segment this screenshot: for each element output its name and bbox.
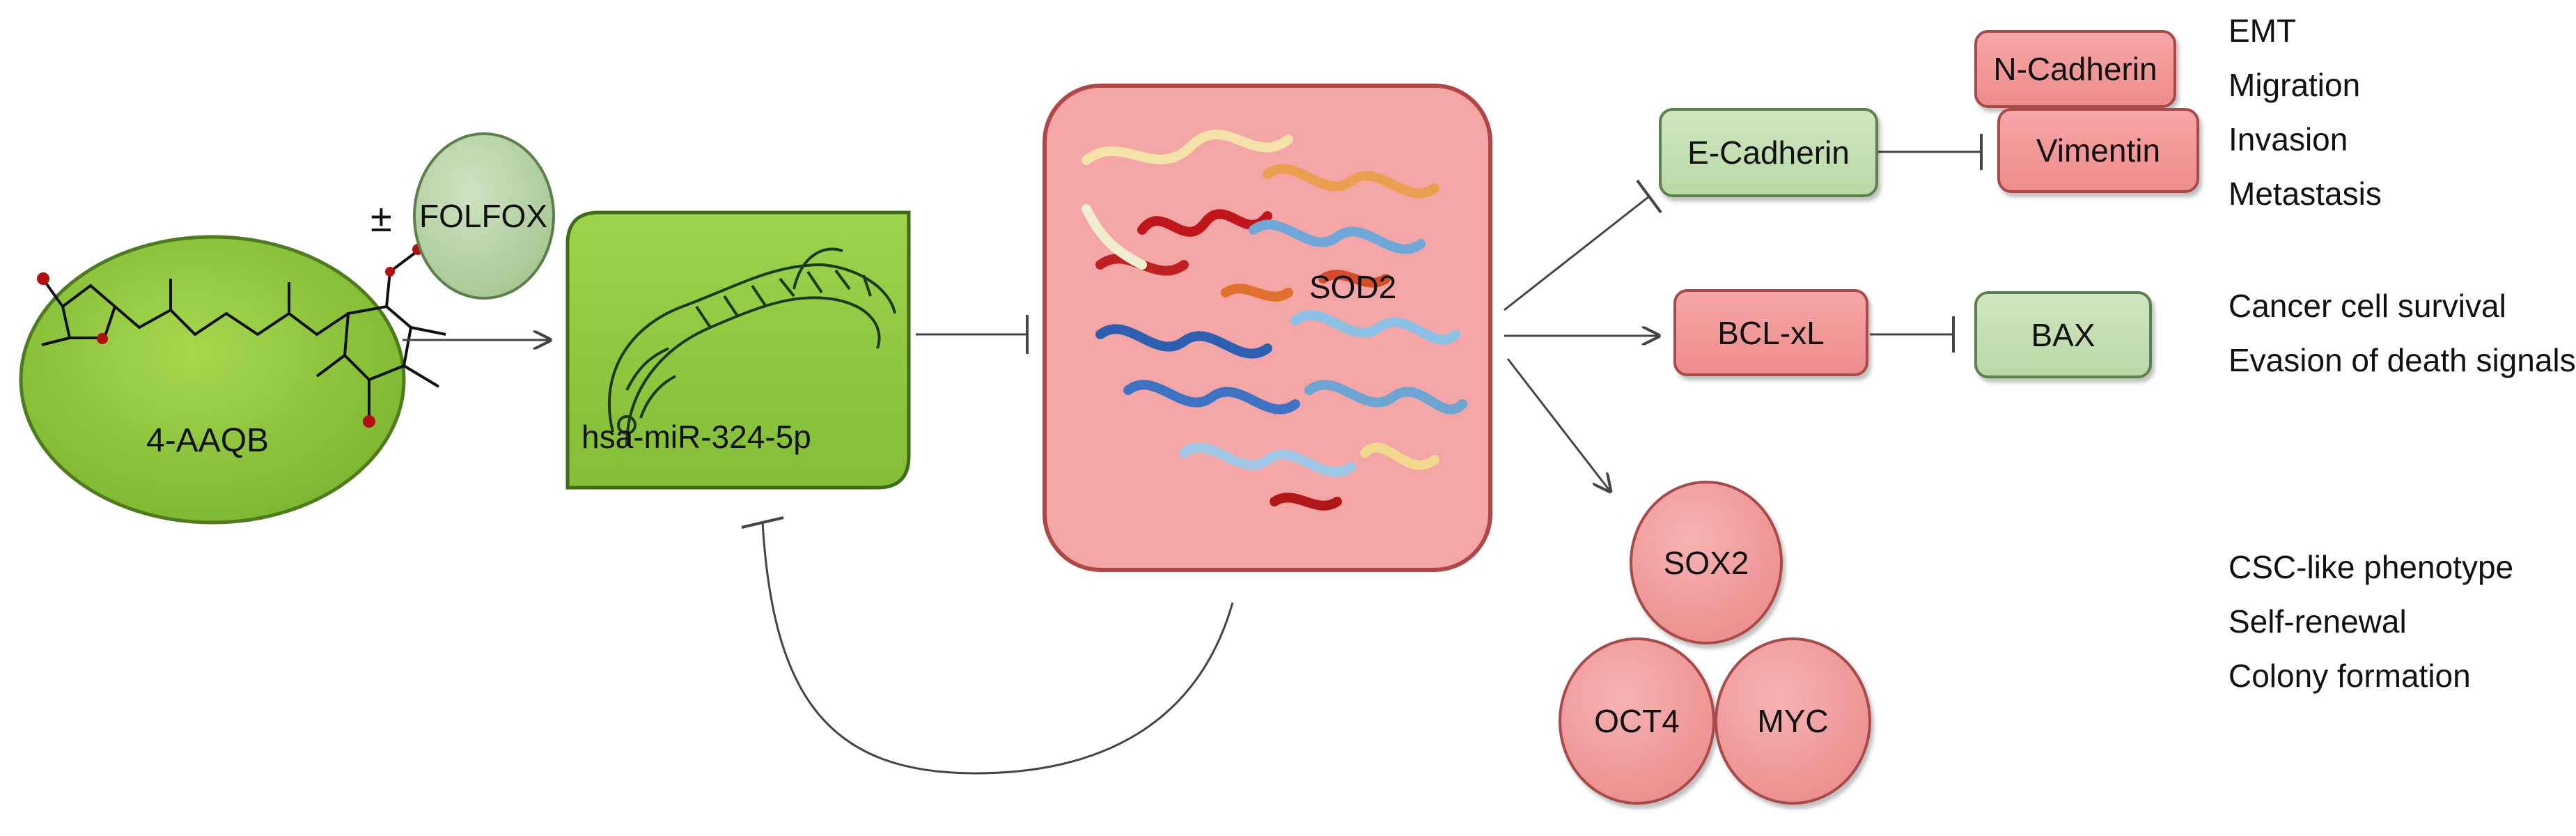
mirna-node-shape (565, 210, 911, 490)
plus-minus-label: ± (370, 196, 392, 240)
protein-structure-icon (1082, 130, 1467, 511)
oct4-label: OCT4 (1594, 703, 1680, 739)
rna-helix-icon (607, 247, 896, 447)
emt-outcomes: EMT Migration Invasion Metastasis (2228, 3, 2382, 221)
outcome-survival: Cancer cell survival (2228, 288, 2506, 324)
ncadherin-node: N-Cadherin (1974, 30, 2176, 108)
oct4-node: OCT4 (1559, 637, 1715, 805)
outcome-evasion: Evasion of death signals (2228, 342, 2576, 378)
vimentin-label: Vimentin (2036, 132, 2161, 169)
sox2-label: SOX2 (1663, 544, 1749, 581)
sox2-node: SOX2 (1630, 481, 1783, 644)
drug-label: 4-AAQB (146, 422, 270, 459)
outcome-invasion: Invasion (2228, 121, 2348, 157)
csc-outcomes: CSC-like phenotype Self-renewal Colony f… (2228, 540, 2513, 703)
inhibit-bar-ecadherin (1636, 179, 1662, 214)
arrow-sod2-to-sox2 (1506, 358, 1610, 491)
chemical-structure-icon (41, 249, 446, 418)
vimentin-node: Vimentin (1997, 108, 2199, 193)
myc-label: MYC (1757, 703, 1829, 739)
outcome-self-renewal: Self-renewal (2228, 603, 2407, 640)
drug-node-shape (19, 235, 406, 525)
folfox-label: FOLFOX (419, 198, 548, 234)
bax-label: BAX (2031, 316, 2095, 353)
feedback-bar (741, 516, 784, 529)
outcome-metastasis: Metastasis (2228, 176, 2382, 212)
folfox-node-shape (413, 132, 555, 300)
bax-node: BAX (1974, 291, 2152, 378)
outcome-csc: CSC-like phenotype (2228, 549, 2514, 585)
ecadherin-label: E-Cadherin (1687, 134, 1850, 171)
ncadherin-label: N-Cadherin (1993, 51, 2157, 87)
ecadherin-node: E-Cadherin (1659, 108, 1878, 197)
feedback-sod2-to-mirna (761, 522, 1234, 775)
bclxl-label: BCL-xL (1717, 314, 1825, 351)
survival-outcomes: Cancer cell survival Evasion of death si… (2228, 279, 2576, 387)
outcome-emt: EMT (2228, 13, 2297, 49)
mirna-label: hsa-miR-324-5p (581, 419, 811, 455)
outcome-migration: Migration (2228, 67, 2361, 103)
sod2-label: SOD2 (1309, 269, 1397, 305)
bclxl-node: BCL-xL (1673, 289, 1868, 376)
myc-node: MYC (1715, 637, 1871, 805)
inhibit-sod2-to-ecadherin (1504, 195, 1650, 311)
outcome-colony: Colony formation (2228, 658, 2471, 694)
